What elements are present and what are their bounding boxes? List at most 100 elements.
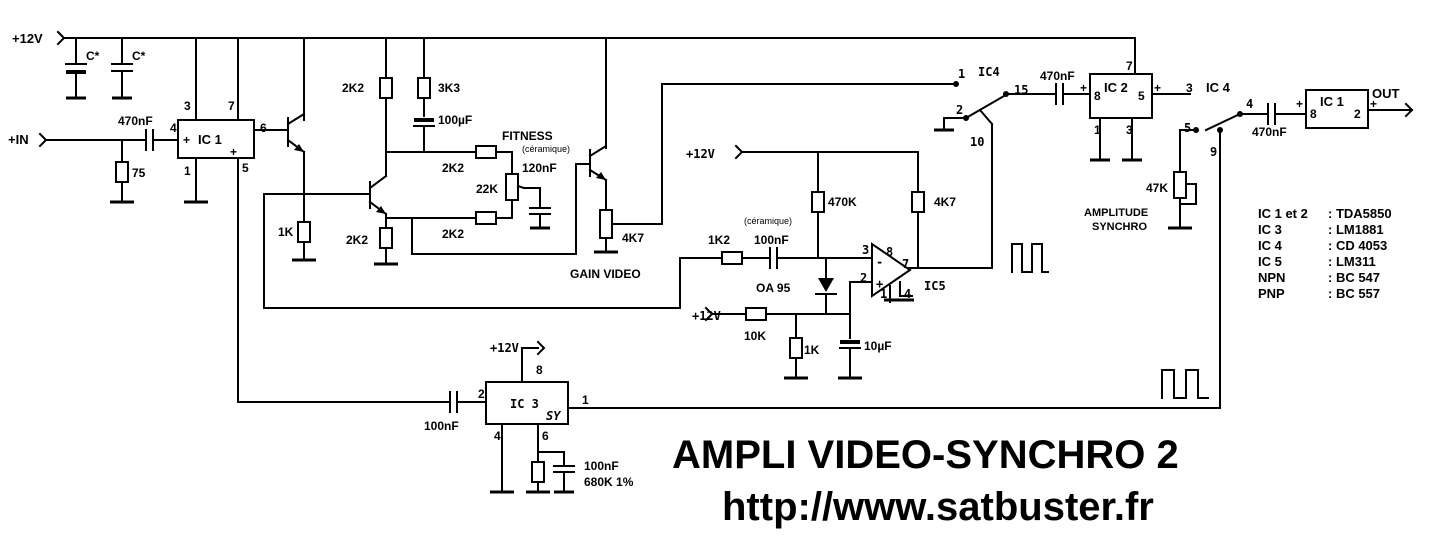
ic3-pin1: 1: [582, 393, 589, 407]
ic4-pin15: 15: [1014, 83, 1028, 97]
sy-label: SY: [546, 409, 561, 423]
ic5-label: IC5: [924, 279, 946, 293]
ic5-pin2: 2: [860, 271, 867, 285]
amplitude-label: AMPLITUDE: [1084, 207, 1148, 219]
transistor-2: [263, 151, 388, 219]
table-row-ref: IC 4: [1258, 238, 1283, 253]
ic2-pin8: 8: [1094, 89, 1101, 103]
supply-rail: [56, 30, 1136, 149]
transistor-3: [411, 83, 955, 255]
r-4k7-gain-label: 4K7: [622, 231, 644, 245]
r-4k7-b-label: 4K7: [934, 195, 956, 209]
ic5-pin8: 8: [886, 245, 893, 259]
table-row-value: : BC 557: [1328, 286, 1380, 301]
r-47k-label: 47K: [1146, 181, 1168, 195]
ic1b-plus: +: [1296, 97, 1303, 111]
supply-10k-label: +12V: [692, 309, 721, 323]
c-120nf-label: 120nF: [522, 161, 557, 175]
ic2-pin3-bottom: 3: [1126, 123, 1133, 137]
table-row-ref: IC 5: [1258, 254, 1282, 269]
ic2-plus-b: +: [1154, 81, 1161, 95]
table-row-value: : LM311: [1328, 254, 1376, 269]
c-star-2: [111, 63, 133, 100]
output-label: OUT: [1372, 86, 1400, 101]
ic5-section: [704, 123, 993, 380]
r-1k-a-label: 1K: [278, 225, 294, 239]
feedback-wire: [263, 193, 723, 309]
ic4-pin10: 10: [970, 135, 984, 149]
ic1b-label: IC 1: [1320, 94, 1344, 109]
ic1-pin4: 4: [170, 121, 177, 135]
ic2-pin3: 3: [1186, 81, 1193, 95]
square-wave-1: [1011, 243, 1049, 273]
ic1-plus: +: [183, 133, 190, 147]
ic2: [1089, 73, 1191, 162]
ceramique-label: (céramique): [522, 144, 570, 154]
ceramique-2-label: (céramique): [744, 216, 792, 226]
c-star-1: [65, 63, 87, 100]
c-470nf-c-label: 470nF: [1252, 125, 1287, 139]
ic5-plus: +: [876, 277, 883, 291]
r-10k-label: 10K: [744, 329, 766, 343]
r-75-label: 75: [132, 166, 146, 180]
square-wave-2: [1161, 369, 1209, 399]
ic4-label-a: IC4: [978, 65, 1000, 79]
input-label: +IN: [8, 132, 29, 147]
supply-ic5-label: +12V: [686, 147, 715, 161]
ic4b-pin9: 9: [1210, 145, 1217, 159]
c-470nf-b-label: 470nF: [1040, 69, 1075, 83]
stage2: [374, 77, 551, 266]
ic2-label: IC 2: [1104, 80, 1128, 95]
ic1-pin3: 3: [184, 99, 191, 113]
ic5-pin3: 3: [862, 243, 869, 257]
site-url: http://www.satbuster.fr: [722, 485, 1154, 529]
ic1b: [1305, 89, 1414, 129]
ic3-pin4: 4: [494, 429, 501, 443]
c-star-1-label: C*: [86, 49, 100, 63]
c-100uf-label: 100µF: [438, 113, 472, 127]
ic4-pin2: 2: [956, 103, 963, 117]
ic3-label: IC 3: [510, 397, 539, 411]
gain-video-label: GAIN VIDEO: [570, 267, 641, 281]
c-100nf-ic3-label: 100nF: [424, 419, 459, 433]
ic1b-pin8: 8: [1310, 107, 1317, 121]
ic1-label: IC 1: [198, 132, 222, 147]
ic3: [237, 340, 1221, 494]
ic1-pin6: 6: [260, 121, 267, 135]
ic2-pin5: 5: [1138, 89, 1145, 103]
ic5-pin1: 1: [880, 287, 887, 301]
c-100nf-cer-label: 100nF: [754, 233, 789, 247]
r-1k-b-label: 1K: [804, 343, 820, 357]
ic2-plus: +: [1080, 81, 1087, 95]
ic4b-pin5: 5: [1184, 121, 1191, 135]
r-680k-label: 680K 1%: [584, 475, 634, 489]
ic4-switch-1: [934, 81, 1091, 132]
r-2k2-d-label: 2K2: [346, 233, 368, 247]
synchro-label: SYNCHRO: [1092, 221, 1147, 233]
ic5-minus: -: [876, 255, 883, 269]
page-title: AMPLI VIDEO-SYNCHRO 2: [672, 433, 1179, 477]
c-10uf-label: 10µF: [864, 339, 892, 353]
ic4-switch-2: [1168, 103, 1307, 409]
ic4-label-b: IC 4: [1206, 80, 1231, 95]
input-wire: [38, 129, 179, 204]
fitness-label: FITNESS: [502, 129, 553, 143]
ic3-pin6: 6: [542, 429, 549, 443]
ic4-pin1: 1: [958, 67, 965, 81]
ic5-pin7: 7: [902, 257, 909, 271]
table-row-value: : TDA5850: [1328, 206, 1392, 221]
ic1-pin7: 7: [228, 99, 235, 113]
diode-label: OA 95: [756, 281, 791, 295]
r-2k2-b-label: 2K2: [442, 161, 464, 175]
table-row-ref: IC 3: [1258, 222, 1282, 237]
parts-table: IC 1 et 2 : TDA5850 IC 3 : LM1881 IC 4 :…: [1258, 206, 1392, 301]
ic1-pin1: 1: [184, 164, 191, 178]
ic1-minus: +: [230, 145, 237, 159]
table-row-value: : CD 4053: [1328, 238, 1387, 253]
ic3-pin2: 2: [478, 387, 485, 401]
ic2-pin1: 1: [1094, 123, 1101, 137]
r-22k-label: 22K: [476, 182, 498, 196]
r-2k2-a-label: 2K2: [342, 81, 364, 95]
table-row-ref: PNP: [1258, 286, 1285, 301]
